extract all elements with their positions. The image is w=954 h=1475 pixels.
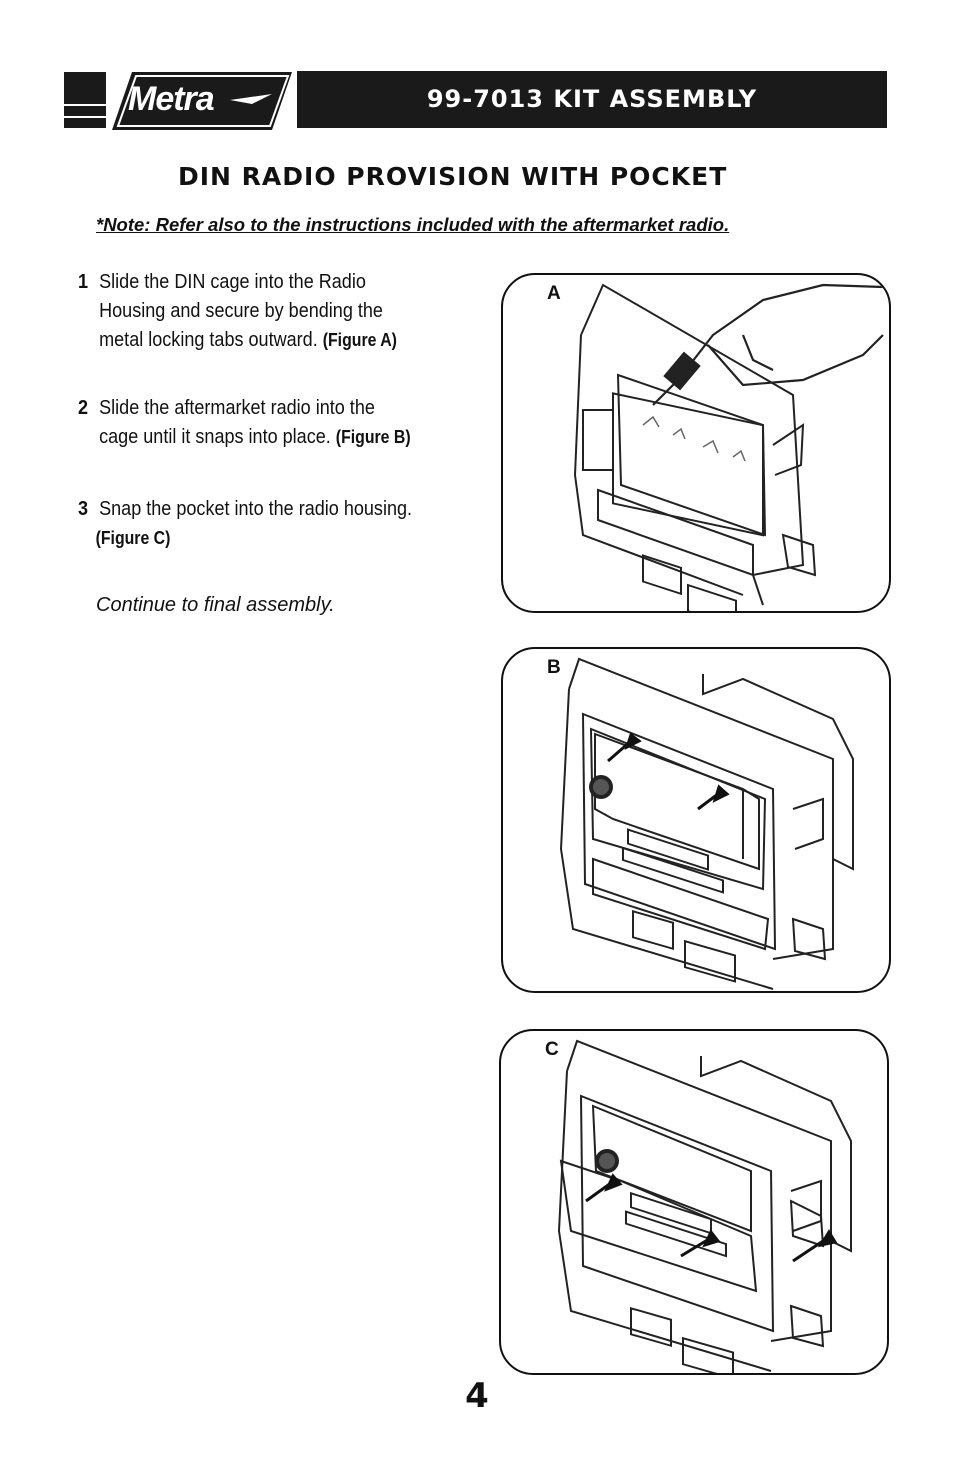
section-title: DIN RADIO PROVISION WITH POCKET [178,162,728,191]
step-3: 3 Snap the pocket into the radio housing.… [78,494,465,553]
figure-b-illustration [559,657,854,990]
header-square [64,72,106,128]
kit-title: 99-7013 KIT ASSEMBLY [297,71,887,128]
step-number: 2 [78,396,89,419]
page-number: 4 [465,1376,489,1416]
step-text: Housing and secure by bending the [99,299,383,322]
figure-a: A [501,273,891,613]
figure-b: B [501,647,891,993]
figure-c-illustration [557,1039,852,1373]
step-text: Snap the pocket into the radio housing. [99,497,413,520]
step-number: 3 [78,497,89,520]
figure-c: C [499,1029,889,1375]
step-text: Slide the DIN cage into the Radio [99,270,366,293]
brand-logo-text: Metra [128,80,215,118]
step-text: Slide the aftermarket radio into the [99,396,375,419]
step-number: 1 [78,270,89,293]
step-text: cage until it snaps into place. [99,425,331,448]
metra-logo [112,72,292,130]
figure-a-illustration [573,283,884,611]
figure-label: A [547,283,561,304]
continue-text: Continue to final assembly. [96,594,335,616]
step-2: 2 Slide the aftermarket radio into the ca… [78,393,465,452]
figure-ref: (Figure C) [95,528,171,548]
step-1: 1 Slide the DIN cage into the Radio Housi… [78,267,465,355]
step-text: metal locking tabs outward. [99,328,318,351]
note-text: *Note: Refer also to the instructions in… [96,214,730,235]
figure-ref: (Figure A) [322,330,397,350]
figure-label: C [545,1039,559,1060]
figure-ref: (Figure B) [335,427,411,447]
figure-label: B [547,657,561,678]
